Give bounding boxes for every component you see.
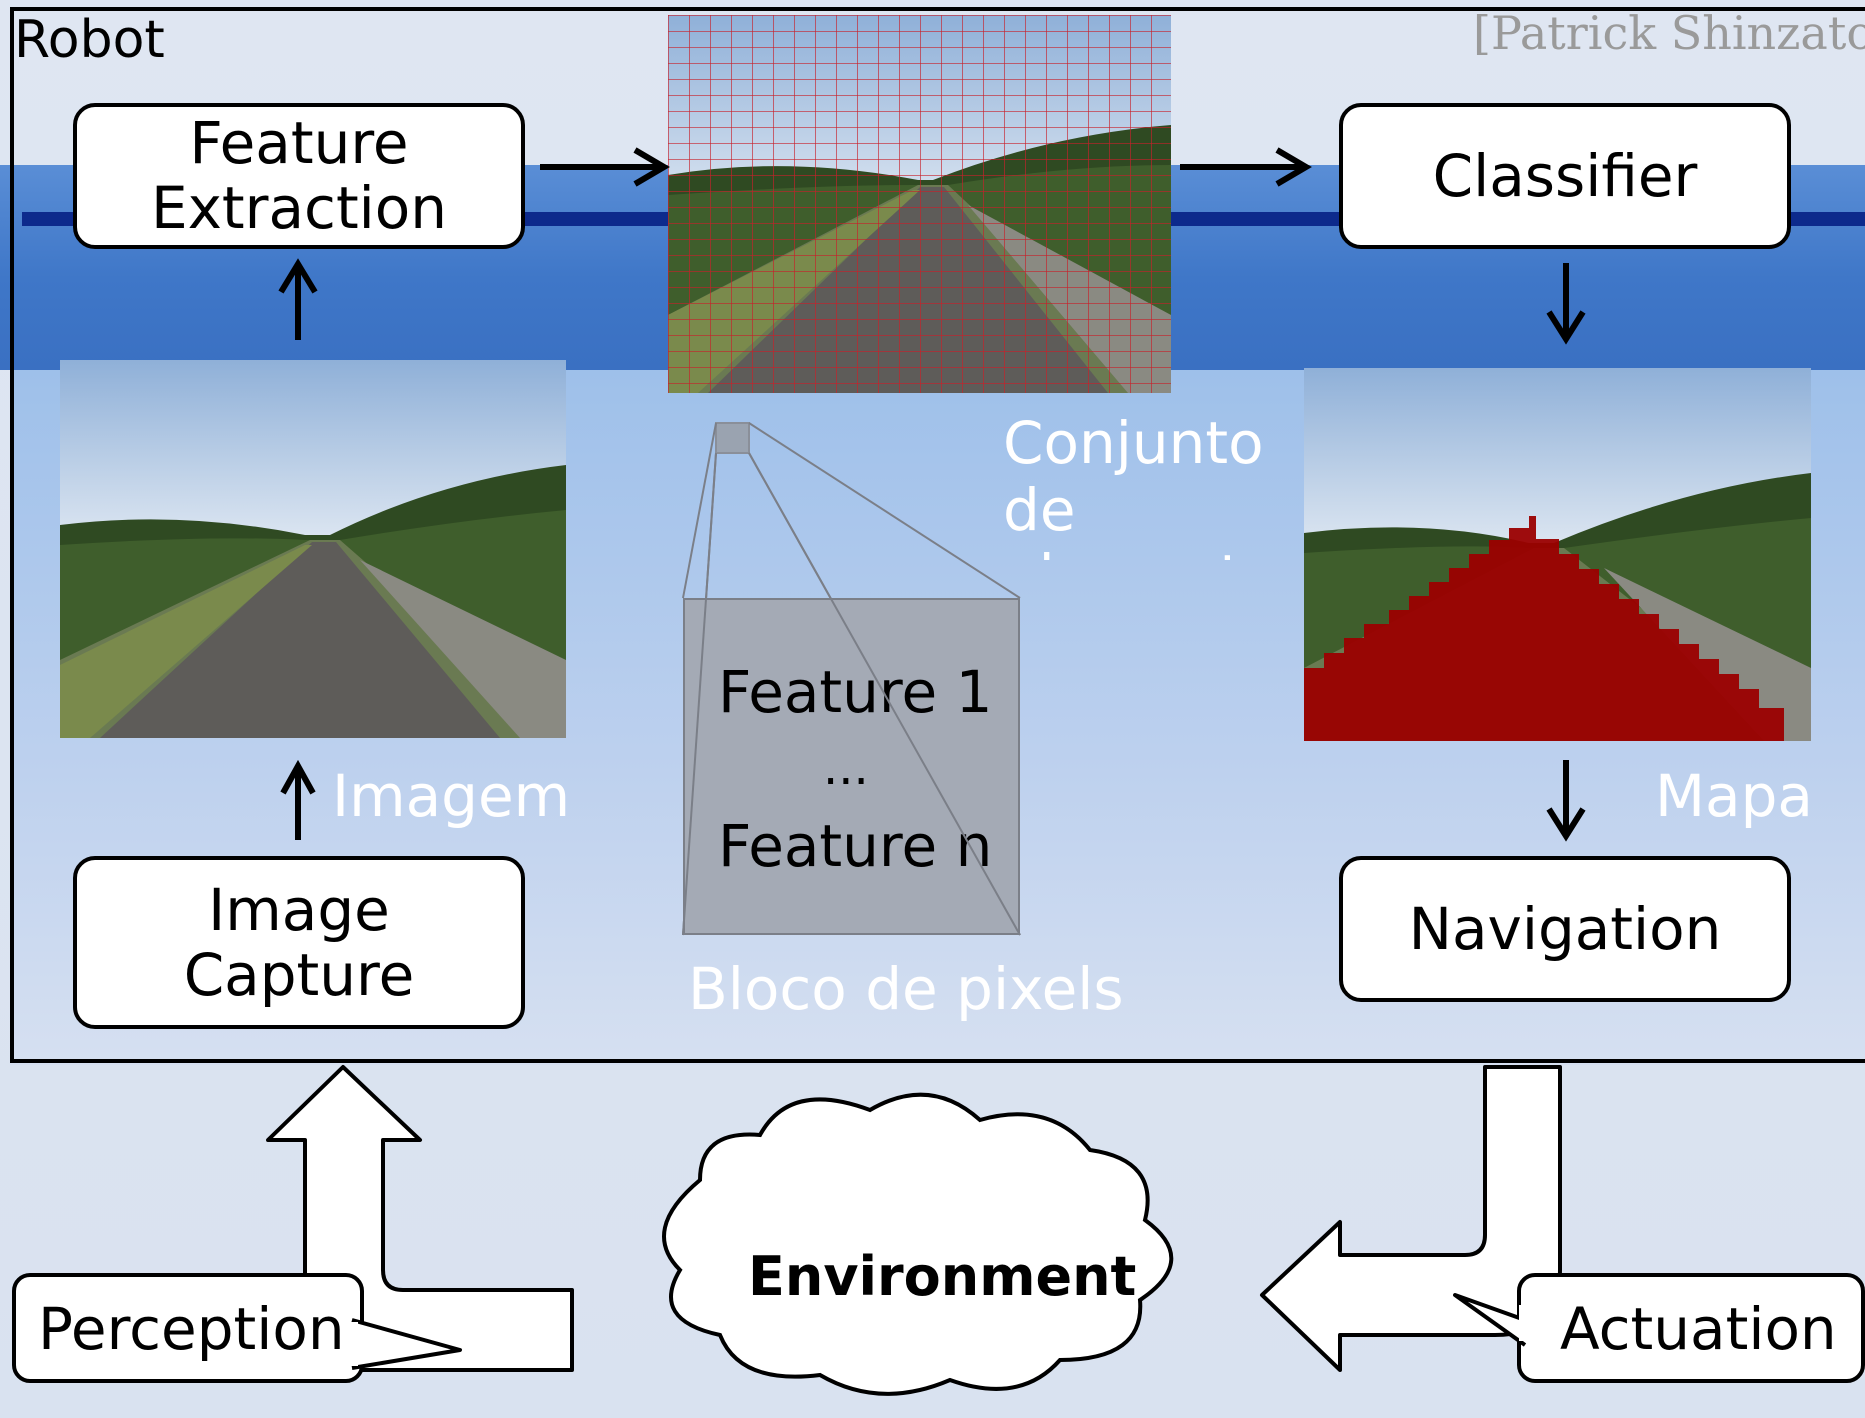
environment-cloud [662, 1092, 1174, 1396]
caption-conjunto: Conjunto de elementos [1003, 410, 1303, 560]
caption-bloco: Bloco de pixels [688, 955, 1124, 1023]
arrow-grid-to-classifier [1180, 147, 1312, 187]
feature-extraction-box: Feature Extraction [73, 103, 525, 249]
feature-n-label: Feature n [718, 812, 993, 880]
caption-imagem: Imagem [332, 762, 571, 830]
feature-ellipsis: ... [823, 740, 869, 796]
perception-callout [12, 1273, 364, 1383]
classifier-box: Classifier [1339, 103, 1791, 249]
perception-label: Perception [38, 1295, 345, 1363]
classified-road-photo-overlay [1304, 368, 1811, 741]
actuation-label: Actuation [1560, 1295, 1837, 1363]
feature-1-label: Feature 1 [718, 658, 993, 726]
captured-road-photo [60, 360, 566, 738]
environment-label: Environment [748, 1245, 1137, 1308]
arrow-map-to-navigation [1546, 760, 1586, 842]
feature-block [683, 598, 1020, 935]
caption-mapa: Mapa [1655, 762, 1813, 830]
credit-text: [Patrick Shinzato] [1473, 6, 1865, 60]
grid-road-photo [668, 15, 1171, 393]
navigation-box: Navigation [1339, 856, 1791, 1002]
arrow-photo-to-feature [278, 258, 318, 340]
arrow-capture-to-photo [280, 759, 316, 840]
image-capture-box: Image Capture [73, 856, 525, 1029]
robot-title: Robot [14, 10, 165, 70]
pixel-block-marker [715, 422, 750, 454]
robot-frame [10, 7, 1865, 1063]
arrow-classifier-to-map [1546, 263, 1586, 345]
arrow-feature-to-grid [540, 147, 670, 187]
